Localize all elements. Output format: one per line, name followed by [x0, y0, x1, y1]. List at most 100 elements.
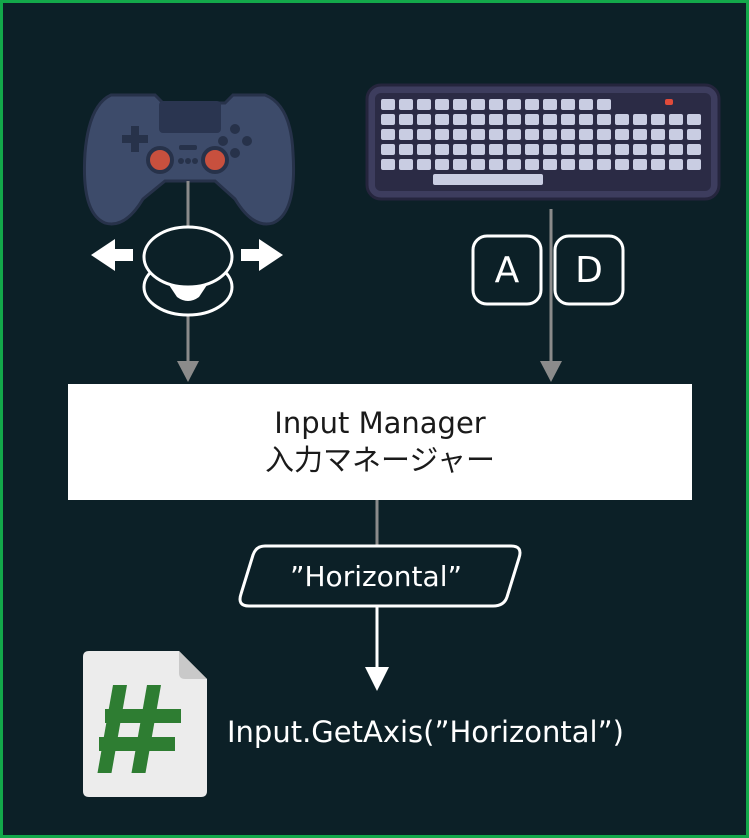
keyboard-key [399, 159, 413, 170]
axis-name-shape [238, 544, 522, 608]
keyboard-key [471, 99, 485, 110]
input-manager-title: Input Manager [274, 406, 486, 440]
keyboard-key [417, 144, 431, 155]
keyboard-key [507, 99, 521, 110]
keyboard-key [471, 144, 485, 155]
keyboard-key [453, 144, 467, 155]
keyboard-key [543, 99, 557, 110]
keyboard-key [615, 129, 629, 140]
keyboard-key [399, 144, 413, 155]
keyboard-key [687, 129, 701, 140]
keyboard-key [597, 144, 611, 155]
keyboard-key [597, 99, 611, 110]
keyboard-key [561, 114, 575, 125]
keyboard-key [669, 144, 683, 155]
keyboard-key [453, 99, 467, 110]
keyboard-key [615, 144, 629, 155]
keyboard-key [525, 114, 539, 125]
keyboard-key [633, 129, 647, 140]
keyboard-key [435, 129, 449, 140]
keyboard-key [399, 129, 413, 140]
keyboard-key [381, 159, 395, 170]
keyboard-key [489, 114, 503, 125]
keyboard-key [525, 144, 539, 155]
hash-icon [97, 685, 181, 773]
keyboard-key [561, 159, 575, 170]
flow-diagram [82, 83, 721, 691]
keyboard-key [435, 144, 449, 155]
keyboard-key [381, 144, 395, 155]
keyboard-key [579, 144, 593, 155]
keyboard-key [507, 144, 521, 155]
keyboard-key [507, 114, 521, 125]
keyboard-key [435, 114, 449, 125]
keyboard-key [399, 114, 413, 125]
arrow-axis-down [365, 667, 389, 691]
keyboard-key [561, 99, 575, 110]
csharp-file-icon [83, 651, 207, 797]
keyboard-key [435, 159, 449, 170]
keyboard-key [489, 99, 503, 110]
keyboard-key [633, 144, 647, 155]
keyboard-key [597, 114, 611, 125]
keyboard-key [471, 159, 485, 170]
keyboard-key [543, 129, 557, 140]
keyboard-key [381, 99, 395, 110]
keyboard-key [687, 144, 701, 155]
keyboard-key [597, 159, 611, 170]
keyboard-key [381, 129, 395, 140]
diagram-frame: A D Input Manager 入力マネージャー ”Horizontal” … [3, 3, 746, 835]
keyboard-icon [365, 83, 721, 201]
code-snippet: Input.GetAxis(”Horizontal”) [227, 715, 624, 749]
analog-stick-icon [91, 225, 283, 317]
keyboard-key [489, 129, 503, 140]
keyboard-key [471, 129, 485, 140]
keyboard-key [651, 144, 665, 155]
keyboard-key [489, 159, 503, 170]
keyboard-key [471, 114, 485, 125]
keyboard-key [579, 159, 593, 170]
keyboard-key [399, 99, 413, 110]
keyboard-key [597, 129, 611, 140]
keyboard-key [687, 159, 701, 170]
keyboard-key [561, 144, 575, 155]
keyboard-key [381, 114, 395, 125]
arrow-keyboard-down [540, 361, 562, 382]
key-a [471, 234, 543, 306]
keyboard-key [525, 129, 539, 140]
keyboard-key [651, 129, 665, 140]
keyboard-key [687, 114, 701, 125]
keyboard-key [633, 114, 647, 125]
keyboard-key [435, 99, 449, 110]
keyboard-spacebar [433, 174, 543, 185]
keyboard-key [453, 159, 467, 170]
key-a-label: A [494, 249, 520, 291]
key-d [553, 234, 625, 306]
keyboard-key [561, 129, 575, 140]
keyboard-key [453, 114, 467, 125]
keyboard-key [453, 129, 467, 140]
gamepad-icon [82, 93, 296, 226]
keyboard-key [651, 159, 665, 170]
axis-name-label: ”Horizontal” [290, 559, 462, 593]
keyboard-key [669, 114, 683, 125]
keyboard-key [669, 159, 683, 170]
keyboard-key [417, 129, 431, 140]
input-manager-box: Input Manager 入力マネージャー [68, 384, 692, 500]
keyboard-key [543, 159, 557, 170]
keyboard-key [507, 129, 521, 140]
keyboard-key [579, 129, 593, 140]
keyboard-key [615, 159, 629, 170]
keyboard-key [651, 114, 665, 125]
keyboard-key [525, 99, 539, 110]
keyboard-key [579, 99, 593, 110]
keyboard-key [579, 114, 593, 125]
keyboard-key [543, 114, 557, 125]
key-d-label: D [575, 249, 603, 291]
keyboard-key [417, 99, 431, 110]
keyboard-key [615, 114, 629, 125]
keyboard-key [633, 159, 647, 170]
keyboard-key [543, 144, 557, 155]
arrow-gamepad-down [177, 361, 199, 382]
keyboard-key [417, 114, 431, 125]
